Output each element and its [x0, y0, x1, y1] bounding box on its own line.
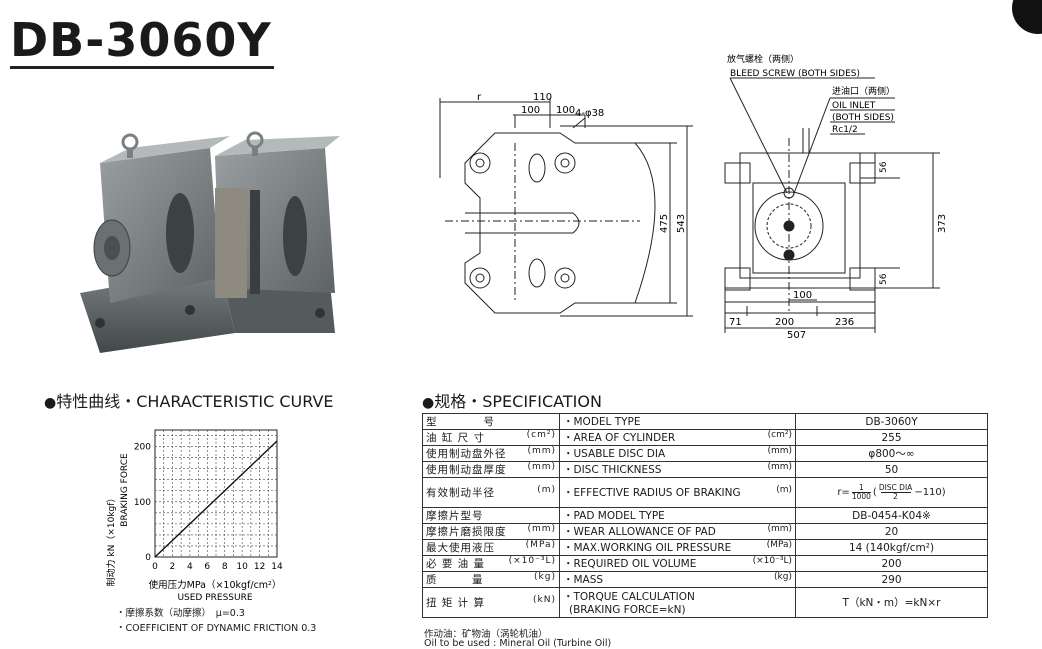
chart-x-tick-label: 12 — [254, 562, 265, 572]
dim-100c: 100 — [793, 290, 812, 301]
dim-543: 543 — [676, 214, 687, 233]
inlet-thread: Rc1/2 — [832, 125, 858, 135]
chart-x-tick-label: 0 — [152, 562, 158, 572]
spec-value: 290 — [795, 571, 988, 588]
chart-x-tick-label: 2 — [170, 562, 176, 572]
dim-100b: 100 — [556, 105, 575, 116]
chart-x-tick-label: 4 — [187, 562, 193, 572]
page-title: DB-3060Y — [10, 13, 274, 69]
dim-holes: 4-φ38 — [575, 108, 604, 119]
spec-label-en: ・MODEL TYPE — [559, 413, 796, 430]
bullet-icon: ● — [44, 395, 57, 411]
spec-label-en: ・PAD MODEL TYPE — [559, 507, 796, 524]
chart-y-tick-label: 200 — [134, 443, 151, 453]
spec-row: 最大使用液压(MPa)・MAX.WORKING OIL PRESSURE(MPa… — [422, 539, 988, 556]
spec-label-zh: 扭 矩 计 算(kN) — [422, 587, 560, 618]
chart-series — [154, 440, 278, 558]
bleed-en: BLEED SCREW (BOTH SIDES) — [730, 69, 860, 79]
chart-y-tick-label: 100 — [134, 498, 151, 508]
chart-frame — [154, 429, 278, 558]
front-view-drawing: r 110 100 100 4-φ38 475 543 — [439, 92, 693, 317]
dim-100a: 100 — [521, 105, 540, 116]
spec-row: 扭 矩 计 算(kN)・TORQUE CALCULATION(BRAKING F… — [422, 587, 988, 618]
curve-heading: ●特性曲线・CHARACTERISTIC CURVE — [44, 392, 334, 411]
bleed-zh: 放气螺栓（两侧） — [727, 53, 799, 65]
spec-value: DB-3060Y — [795, 413, 988, 430]
spec-label-zh: 摩擦片型号 — [422, 507, 560, 524]
spec-value: 50 — [795, 461, 988, 478]
spec-label-zh: 型 号 — [422, 413, 560, 430]
spec-row: 有效制动半径(m)・EFFECTIVE RADIUS OF BRAKING(m)… — [422, 477, 988, 508]
spec-label-zh: 使用制动盘厚度(mm) — [422, 461, 560, 478]
spec-label-zh: 摩擦片磨损限度(mm) — [422, 523, 560, 540]
product-photo — [80, 131, 340, 353]
spec-label-en: ・REQUIRED OIL VOLUME(×10⁻³L) — [559, 555, 796, 572]
chart-x-tick-label: 14 — [271, 562, 283, 572]
spec-row: 使用制动盘外径(mm)・USABLE DISC DIA(mm)φ800～∞ — [422, 445, 988, 462]
spec-footer-zh: 作动油：矿物油（涡轮机油） — [424, 629, 548, 640]
spec-row: 摩擦片磨损限度(mm)・WEAR ALLOWANCE OF PAD(mm)20 — [422, 523, 988, 540]
chart-x-tick-label: 10 — [236, 562, 248, 572]
spec-value: 20 — [795, 523, 988, 540]
dim-71: 71 — [729, 317, 742, 328]
spec-label-zh: 使用制动盘外径(mm) — [422, 445, 560, 462]
spec-label-en: ・USABLE DISC DIA(mm) — [559, 445, 796, 462]
inlet-zh: 进油口（两侧） — [832, 85, 895, 97]
spec-value: DB-0454-K04※ — [795, 507, 988, 524]
chart-x-tick-label: 8 — [222, 562, 228, 572]
spec-label-en: ・MAX.WORKING OIL PRESSURE(MPa) — [559, 539, 796, 556]
friction-note-zh: ・摩擦系数（动摩擦） μ=0.3 — [116, 608, 245, 619]
spec-label-zh: 有效制动半径(m) — [422, 477, 560, 508]
chart-ylabel-zh: 制动力 kN（×10kgf） — [105, 494, 117, 587]
spec-row: 油 缸 尺 寸(cm²)・AREA OF CYLINDER(cm²)255 — [422, 429, 988, 446]
chart-y-tick-label: 0 — [145, 553, 151, 563]
dim-200: 200 — [775, 317, 794, 328]
dim-373: 373 — [937, 214, 948, 233]
friction-note-en: ・COEFFICIENT OF DYNAMIC FRICTION 0.3 — [116, 623, 317, 634]
spec-label-en: ・EFFECTIVE RADIUS OF BRAKING(m) — [559, 477, 796, 508]
side-view-drawing: 放气螺栓（两侧） BLEED SCREW (BOTH SIDES) 进油口（两侧… — [724, 53, 948, 338]
dim-56b: 56 — [879, 273, 889, 285]
dim-507: 507 — [787, 330, 806, 338]
spec-label-en: ・WEAR ALLOWANCE OF PAD(mm) — [559, 523, 796, 540]
spec-label-en: ・DISC THICKNESS(mm) — [559, 461, 796, 478]
bullet-icon: ● — [422, 395, 435, 411]
characteristic-chart: 0 2 4 6 8 10 12 14 0 100 200 制动力 kN（×10kgf） BRAKIN… — [105, 429, 283, 603]
chart-xlabel-en: USED PRESSURE — [177, 593, 252, 603]
corner-decoration — [1012, 0, 1042, 34]
spec-row: 必 要 油 量(×10⁻³L)・REQUIRED OIL VOLUME(×10⁻… — [422, 555, 988, 572]
spec-label-zh: 油 缸 尺 寸(cm²) — [422, 429, 560, 446]
chart-ylabel-en: BRAKING FORCE — [120, 453, 130, 527]
inlet-en2: (BOTH SIDES) — [832, 113, 894, 123]
dim-110: 110 — [533, 92, 552, 103]
chart-x-tick-label: 6 — [204, 562, 210, 572]
spec-row: 使用制动盘厚度(mm)・DISC THICKNESS(mm)50 — [422, 461, 988, 478]
dim-56a: 56 — [879, 161, 889, 173]
spec-value: 200 — [795, 555, 988, 572]
spec-row: 质 量(kg)・MASS(kg)290 — [422, 571, 988, 588]
spec-label-zh: 最大使用液压(MPa) — [422, 539, 560, 556]
spec-heading: ●规格・SPECIFICATION — [422, 392, 602, 411]
spec-value: 255 — [795, 429, 988, 446]
spec-value: 14 (140kgf/cm²) — [795, 539, 988, 556]
spec-label-zh: 必 要 油 量(×10⁻³L) — [422, 555, 560, 572]
inlet-en1: OIL INLET — [832, 101, 876, 111]
spec-label-en: ・TORQUE CALCULATION(BRAKING FORCE=kN) — [559, 587, 796, 618]
dim-r: r — [477, 92, 482, 103]
chart-xlabel-zh: 使用压力MPa（×10kgf/cm²） — [149, 579, 282, 591]
spec-label-en: ・MASS(kg) — [559, 571, 796, 588]
chart-grid — [154, 429, 278, 558]
chart-ticks: 0 2 4 6 8 10 12 14 0 100 200 — [134, 443, 283, 572]
dim-475: 475 — [659, 214, 670, 233]
spec-label-zh: 质 量(kg) — [422, 571, 560, 588]
spec-value: T（kN・m）=kN×r — [795, 587, 988, 618]
spec-label-en: ・AREA OF CYLINDER(cm²) — [559, 429, 796, 446]
spec-value: φ800～∞ — [795, 445, 988, 462]
dim-236: 236 — [835, 317, 854, 328]
chart-series-line — [154, 440, 278, 558]
